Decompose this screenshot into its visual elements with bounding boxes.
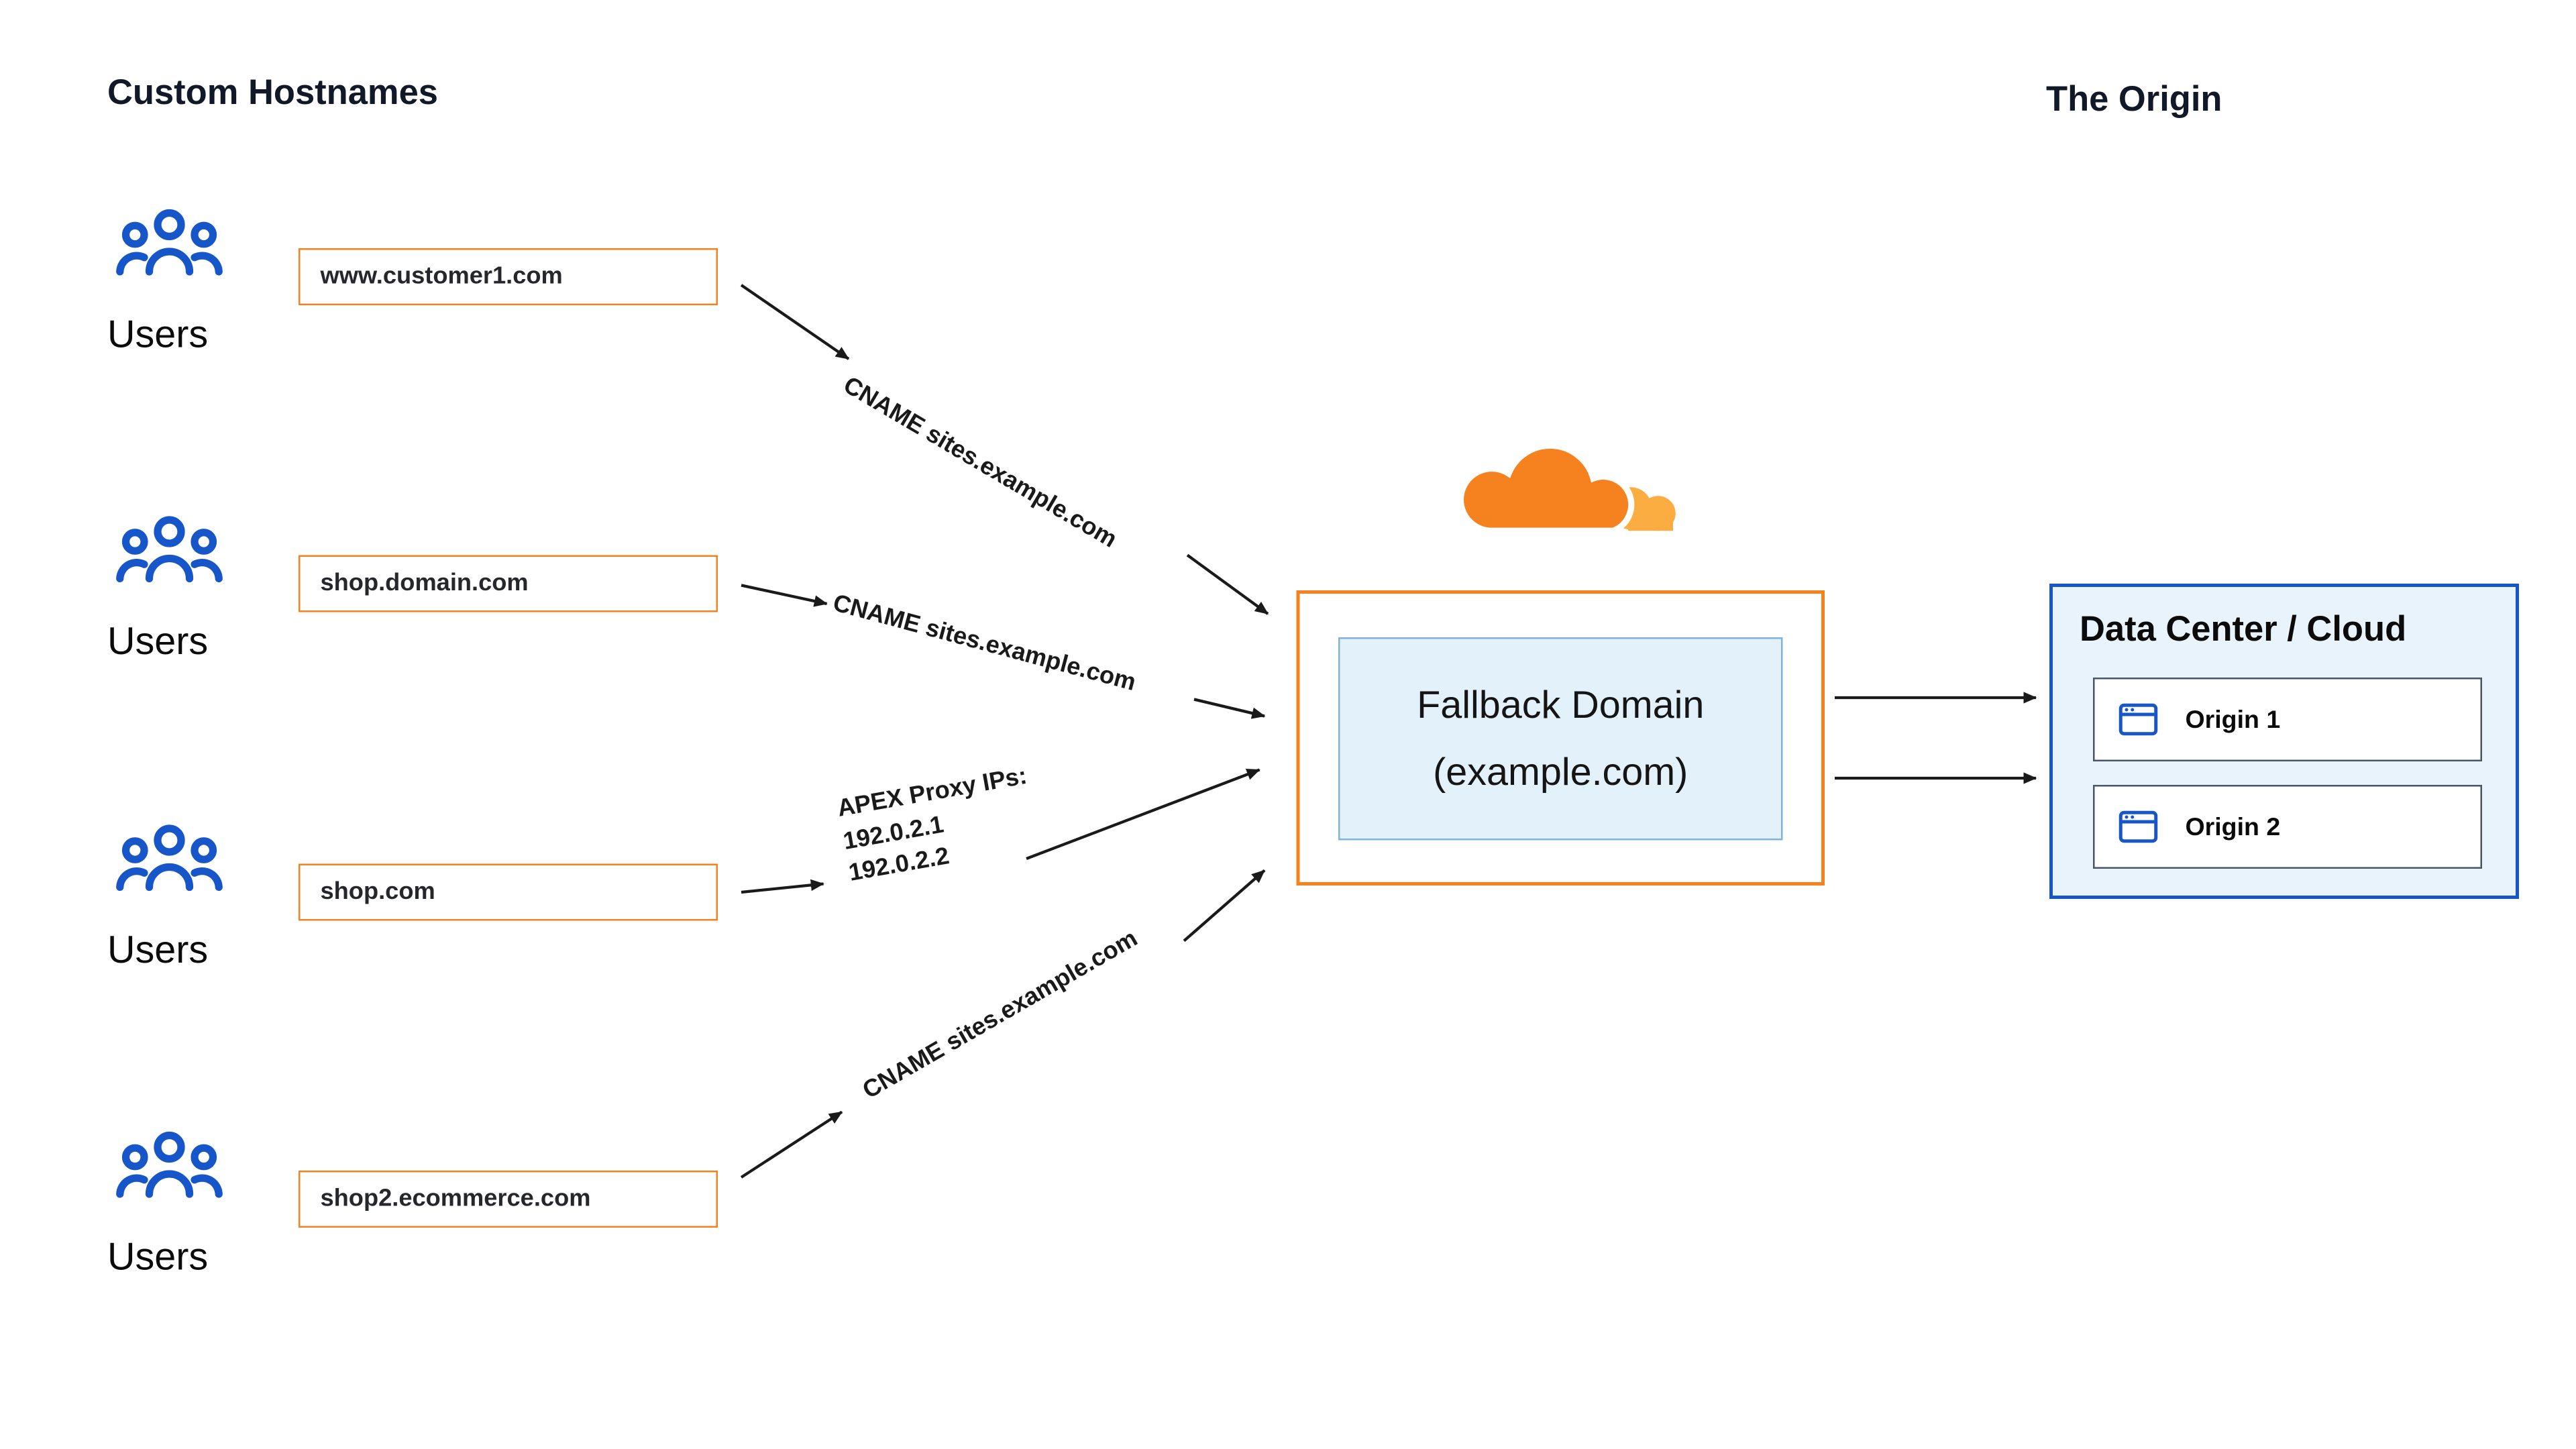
origin-2-box: Origin 2 [2093, 785, 2482, 869]
cloudflare-logo [1457, 442, 1676, 534]
connection-label-cname-1: CNAME sites.example.com [838, 372, 1121, 554]
data-center-panel: Data Center / Cloud Origin 1 Origin 2 [2049, 584, 2519, 899]
browser-window-icon [2118, 810, 2158, 843]
connection-label-cname-3: CNAME sites.example.com [859, 925, 1143, 1106]
connection-label-cname-2: CNAME sites.example.com [830, 590, 1139, 698]
fallback-domain-subtitle: (example.com) [1433, 749, 1688, 793]
hostname-box-shop-domain: shop.domain.com [299, 555, 718, 612]
users-group-icon [116, 209, 223, 276]
hostname-label: shop2.ecommerce.com [320, 1185, 591, 1213]
hostname-label: shop.domain.com [320, 570, 529, 597]
data-center-title: Data Center / Cloud [2080, 610, 2407, 649]
hostname-box-shop: shop.com [299, 863, 718, 921]
users-label: Users [107, 927, 209, 971]
origin-2-label: Origin 2 [2185, 812, 2281, 841]
fallback-domain-box: Fallback Domain (example.com) [1338, 637, 1783, 841]
users-label: Users [107, 619, 209, 663]
custom-hostnames-title: Custom Hostnames [107, 74, 439, 113]
hostname-label: www.customer1.com [320, 263, 563, 290]
the-origin-title: The Origin [2046, 80, 2222, 119]
hostname-label: shop.com [320, 879, 435, 906]
hostname-box-shop2-ecommerce: shop2.ecommerce.com [299, 1171, 718, 1228]
users-label: Users [107, 312, 209, 356]
connection-label-apex-ips: APEX Proxy IPs: 192.0.2.1 192.0.2.2 [835, 763, 1030, 888]
browser-window-icon [2118, 703, 2158, 736]
users-group-icon [116, 824, 223, 892]
users-label: Users [107, 1234, 209, 1278]
users-group-icon [116, 1131, 223, 1198]
hostname-box-customer1: www.customer1.com [299, 248, 718, 305]
users-group-icon [116, 516, 223, 583]
fallback-domain-title: Fallback Domain [1417, 683, 1705, 727]
origin-1-box: Origin 1 [2093, 678, 2482, 761]
origin-1-label: Origin 1 [2185, 705, 2281, 734]
cloudflare-logo-main-cloud [1457, 442, 1635, 534]
